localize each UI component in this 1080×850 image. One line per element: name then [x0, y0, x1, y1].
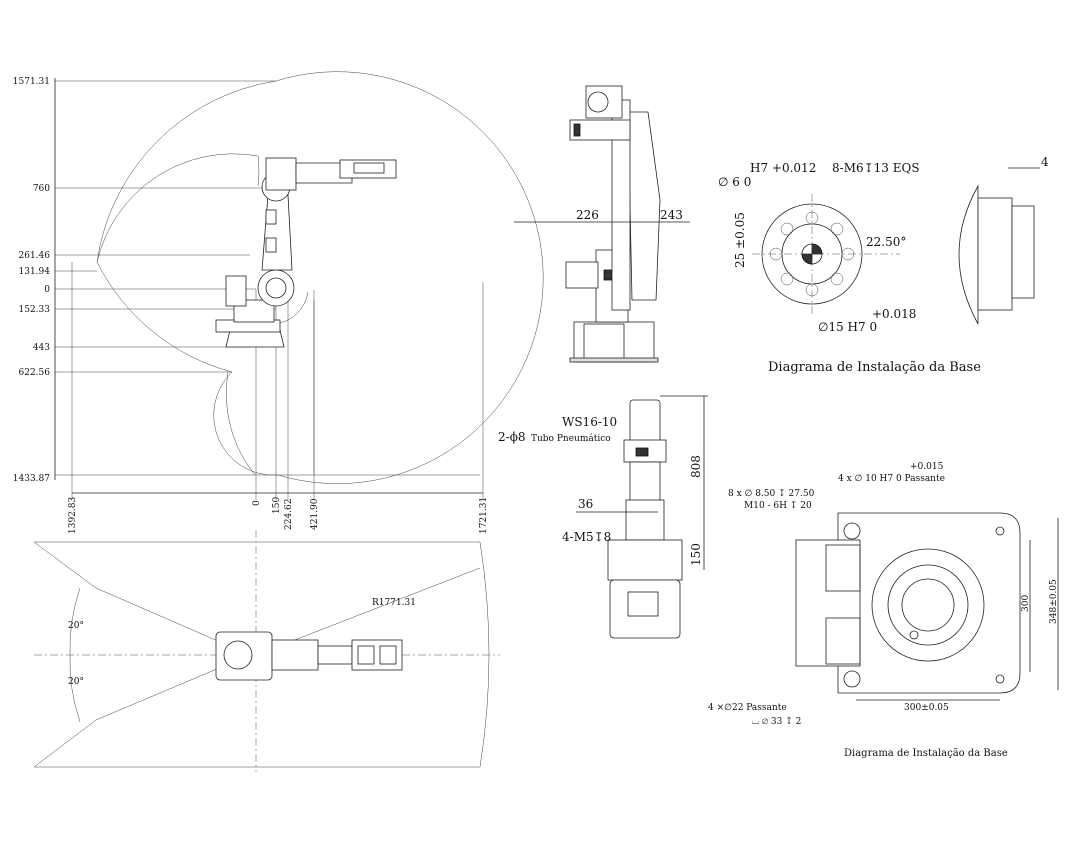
- base-view: +0.015 4 x ∅ 10 H7 0 Passante 8 x ∅ 8.50…: [708, 462, 1059, 759]
- dim-label: 224.62: [284, 499, 294, 531]
- base-holes-a: 8 x ∅ 8.50 ↧ 27.50: [728, 489, 815, 499]
- wrist-dim-width: 36: [578, 497, 593, 511]
- flange-vert-tol: 25 ±0.05: [733, 212, 747, 268]
- top-view-angle-upper: 20°: [68, 621, 84, 631]
- dim-label: 0: [252, 500, 262, 506]
- dim-label: 1571.31: [13, 77, 50, 87]
- dim-label: 1433.87: [13, 474, 50, 484]
- dim-243: 243: [660, 208, 683, 222]
- side-view-robot: [215, 157, 397, 348]
- dim-label: 622.56: [19, 368, 51, 378]
- side-view-y-dims: 1571.31 760 261.46 131.94 0 152.33 443 6…: [13, 77, 50, 484]
- base-dim-300-h: 300±0.05: [904, 703, 949, 713]
- side-view-x-dims: 1392.83 0 150 224.62 421.90 1721.31: [68, 497, 489, 534]
- base-holes-b: M10 - 6H ↧ 20: [744, 501, 812, 511]
- base-dim-348: 348±0.05: [1049, 579, 1059, 624]
- flange-hole-tol-lo: ∅ 6 0: [718, 175, 751, 189]
- dim-label: 261.46: [19, 251, 51, 261]
- wrist-tube-label: Tubo Pneumático: [531, 433, 611, 444]
- flange-side-dim: 4: [1041, 155, 1049, 169]
- base-holes-c: 4 ×∅22 Passante: [708, 703, 787, 713]
- dim-label: 443: [33, 343, 50, 353]
- wrist-connector: WS16-10: [562, 415, 617, 429]
- dim-226: 226: [576, 208, 599, 222]
- base-pin-tol: +0.015: [910, 462, 944, 472]
- wrist-dim-150: 150: [689, 543, 703, 566]
- wrist-dim-height: 808: [689, 455, 703, 478]
- flange-hole-tol-hi: H7 +0.012: [750, 161, 816, 175]
- base-caption: Diagrama de Instalação da Base: [844, 748, 1008, 759]
- dim-label: 421.90: [310, 498, 320, 530]
- dim-label: 152.33: [19, 305, 51, 315]
- wrist-tube-prefix: 2-ϕ8: [498, 430, 526, 444]
- dim-label: 131.94: [19, 267, 51, 277]
- base-pin-spec: 4 x ∅ 10 H7 0 Passante: [838, 474, 945, 484]
- top-view-radius: R1771.31: [372, 598, 416, 608]
- base-dim-300-v: 300: [1021, 595, 1031, 612]
- dim-label: 760: [33, 184, 50, 194]
- top-view-angle-lower: 20°: [68, 677, 84, 687]
- flange-view: H7 +0.012 ∅ 6 0 8-M6↧13 EQS 25 ±0.05 22.…: [718, 155, 1049, 375]
- flange-caption: Diagrama de Instalação da Base: [768, 360, 981, 375]
- dim-label: 150: [272, 497, 282, 514]
- dim-label: 1721.31: [479, 497, 489, 534]
- wrist-view: WS16-10 2-ϕ8 Tubo Pneumático 808 36 4-M5…: [498, 395, 708, 639]
- side-elevation: 226 243: [514, 85, 690, 363]
- dim-label: 1392.83: [68, 497, 78, 534]
- flange-angle: 22.50°: [866, 235, 906, 249]
- flange-bore-tol-hi: +0.018: [872, 307, 916, 321]
- dim-label: 0: [44, 285, 50, 295]
- flange-bore-tol-lo: ∅15 H7 0: [818, 320, 877, 334]
- base-holes-d: ⌴ ∅ 33 ↧ 2: [752, 717, 801, 727]
- flange-thread: 8-M6↧13 EQS: [832, 161, 920, 175]
- wrist-thread: 4-M5↧8: [562, 530, 611, 544]
- side-view-envelope: [54, 71, 544, 500]
- top-view: R1771.31 20° 20°: [33, 530, 500, 772]
